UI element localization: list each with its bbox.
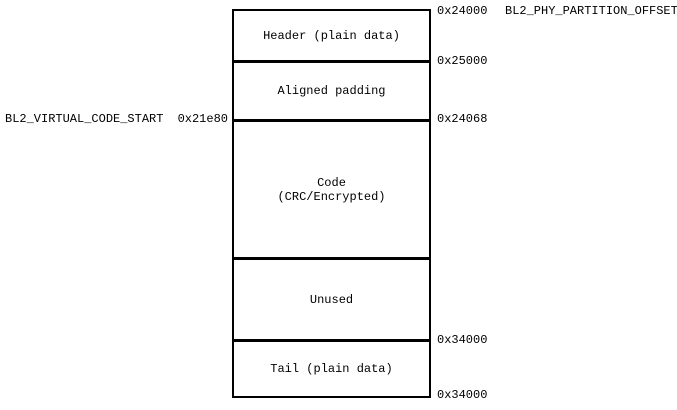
segment-code-label: Code (CRC/Encrypted) [277,175,386,204]
segment-tail: Tail (plain data) [234,342,429,396]
segment-divider [234,257,429,260]
segment-divider [234,339,429,342]
annotation-virtual-code-start-name: BL2_VIRTUAL_CODE_START [5,112,164,126]
address-top: 0x24000 [437,4,488,18]
address-header-end: 0x25000 [437,54,488,68]
address-padding-end: 0x24068 [437,112,488,126]
partition-stack: Header (plain data) Aligned padding Code… [232,9,431,398]
segment-unused: Unused [234,260,429,339]
address-unused-end: 0x34000 [437,333,488,347]
segment-divider [234,60,429,63]
annotation-virtual-code-start-address: 0x21e80 [177,112,228,126]
annotation-phy-partition-offset: BL2_PHY_PARTITION_OFFSET [505,4,677,18]
segment-tail-label: Tail (plain data) [270,362,393,376]
virtual-code-start-annotation: BL2_VIRTUAL_CODE_START 0x21e80 [5,112,228,126]
segment-code: Code (CRC/Encrypted) [234,122,429,257]
segment-aligned-padding-label: Aligned padding [277,84,386,98]
segment-unused-label: Unused [309,292,354,307]
address-tail-end: 0x34000 [437,388,488,402]
segment-header-label: Header (plain data) [263,28,400,43]
segment-header: Header (plain data) [234,11,429,60]
segment-divider [234,119,429,122]
segment-aligned-padding: Aligned padding [234,63,429,119]
